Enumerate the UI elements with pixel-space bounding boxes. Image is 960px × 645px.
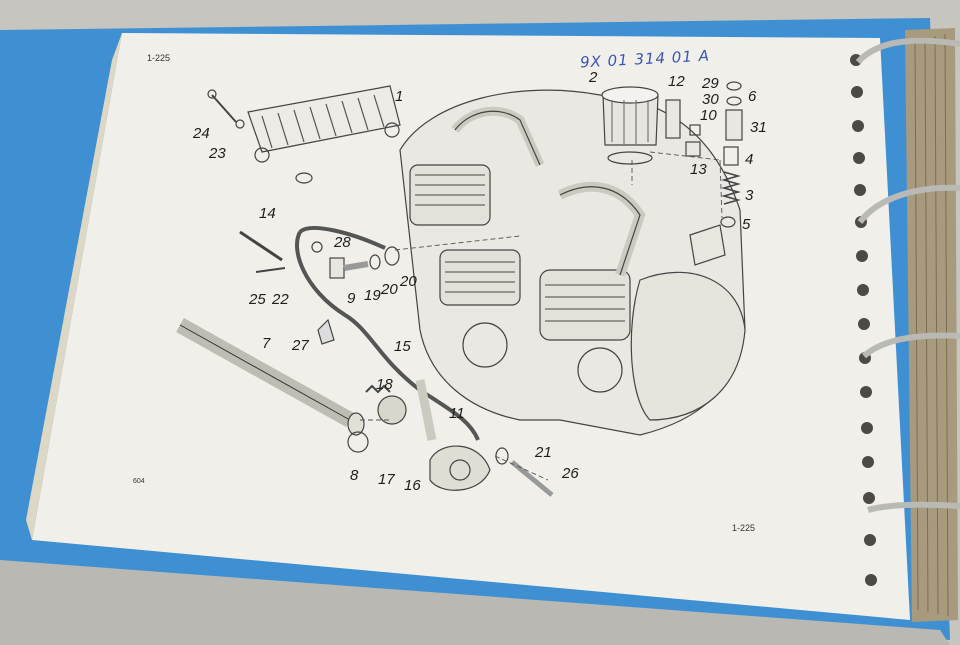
callout-20-left: 20 (381, 281, 398, 298)
engine-diagram (176, 81, 746, 497)
callout-1: 1 (395, 88, 404, 105)
callout-5: 5 (742, 216, 751, 233)
page-code: 604 (133, 478, 145, 485)
callout-25: 25 (249, 291, 266, 308)
callout-9: 9 (347, 290, 356, 307)
callout-21: 21 (535, 444, 552, 461)
callout-24: 24 (193, 125, 210, 142)
callout-2: 2 (589, 69, 598, 86)
callout-15: 15 (394, 338, 411, 355)
callout-6: 6 (748, 88, 757, 105)
callout-20-right: 20 (400, 273, 417, 290)
callout-19: 19 (364, 287, 381, 304)
callout-29: 29 (702, 75, 719, 92)
callout-31: 31 (750, 119, 767, 136)
callout-7: 7 (262, 335, 271, 352)
callout-23: 23 (209, 145, 226, 162)
callout-22: 22 (272, 291, 289, 308)
callout-30: 30 (702, 91, 719, 108)
callout-17: 17 (378, 471, 395, 488)
page-stack (905, 28, 958, 622)
callout-26: 26 (562, 465, 579, 482)
callout-18: 18 (376, 376, 393, 393)
callout-4: 4 (745, 151, 754, 168)
callout-13: 13 (690, 161, 707, 178)
callout-11: 11 (449, 405, 465, 422)
callout-14: 14 (259, 205, 276, 222)
callout-27: 27 (292, 337, 309, 354)
callout-10: 10 (700, 107, 717, 124)
callout-8: 8 (350, 467, 359, 484)
callout-12: 12 (668, 73, 685, 90)
callout-3: 3 (745, 187, 754, 204)
callout-28: 28 (334, 234, 351, 251)
page-number-top: 1-225 (147, 53, 171, 63)
binder-rings (855, 37, 960, 513)
callout-16: 16 (404, 477, 421, 494)
page-number-bottom: 1-225 (732, 523, 756, 533)
